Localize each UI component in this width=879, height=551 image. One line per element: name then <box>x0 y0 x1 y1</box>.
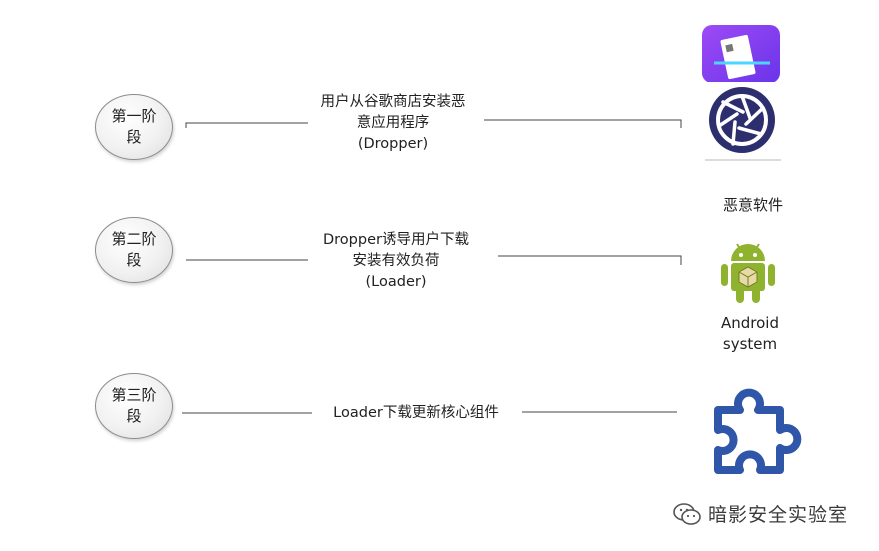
camera-shutter-icon <box>703 82 781 161</box>
scanner-app-icon <box>702 25 780 83</box>
stage-2-desc-line-3: (Loader) <box>365 274 427 290</box>
stage-1-circle: 第一阶段 <box>95 94 173 160</box>
wechat-icon <box>673 502 701 525</box>
stage-2-label: 第二阶段 <box>111 230 157 269</box>
stage-1-label: 第一阶段 <box>111 107 157 146</box>
stage-2-circle: 第二阶段 <box>95 217 173 283</box>
stage-2-desc-line-2: 安装有效负荷 <box>352 253 440 269</box>
stage-3-desc-line-1: Loader下载更新核心组件 <box>333 405 499 421</box>
stage-3-circle: 第三阶段 <box>95 373 173 439</box>
watermark: 暗影安全实验室 <box>672 500 848 527</box>
stage-2-description: Dropper诱导用户下载 安装有效负荷 (Loader) <box>302 230 490 293</box>
android-label-line-2: system <box>722 335 778 353</box>
stage-1-desc-line-1: 用户从谷歌商店安装恶 <box>320 94 466 110</box>
stage-1-description: 用户从谷歌商店安装恶 意应用程序 (Dropper) <box>300 92 486 155</box>
stage-3-label: 第三阶段 <box>111 386 157 425</box>
android-label-line-1: Android <box>721 314 779 332</box>
malware-label: 恶意软件 <box>722 196 783 214</box>
android-label: Android system <box>700 313 800 355</box>
puzzle-piece-icon <box>714 388 802 474</box>
stage-2-desc-line-1: Dropper诱导用户下载 <box>323 232 469 248</box>
watermark-text: 暗影安全实验室 <box>708 504 849 526</box>
android-robot-icon <box>721 243 775 303</box>
stage-3-description: Loader下载更新核心组件 <box>318 403 514 424</box>
stage-1-desc-line-2: 意应用程序 <box>356 115 430 131</box>
stage-1-desc-line-3: (Dropper) <box>357 136 429 152</box>
